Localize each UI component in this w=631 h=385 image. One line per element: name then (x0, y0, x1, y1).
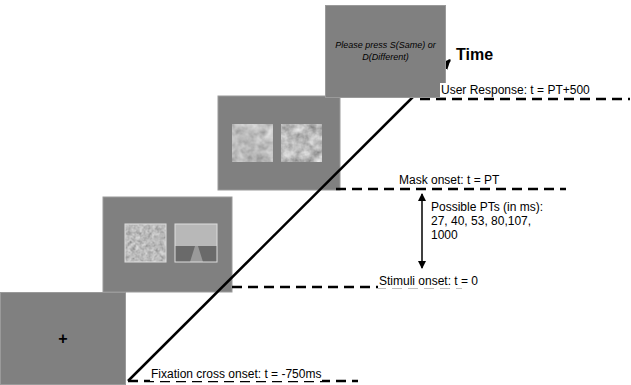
label-holder: Fixation cross onset: t = -750ms (150, 364, 322, 382)
label-holder: User Response: t = PT+500 (440, 80, 591, 98)
event-label: Stimuli onset: t = 0 (378, 274, 479, 288)
label-holder: Stimuli onset: t = 0 (378, 271, 479, 289)
label-holder: Possible PTs (in ms): 27, 40, 53, 80,107… (430, 200, 562, 242)
event-lines (128, 99, 630, 381)
label-holder: Mask onset: t = PT (398, 170, 500, 188)
event-label: Mask onset: t = PT (398, 173, 500, 187)
mask-screen (218, 96, 340, 190)
fixation-cross: + (58, 329, 67, 349)
event-label: Fixation cross onset: t = -750ms (150, 367, 322, 381)
event-label: User Response: t = PT+500 (440, 83, 591, 97)
response-prompt: Please press S(Same) or D(Different) (332, 40, 439, 63)
duration-arrow (421, 194, 423, 268)
duration-note: Possible PTs (in ms): 27, 40, 53, 80,107… (430, 200, 562, 242)
response-screen: Please press S(Same) or D(Different) (325, 5, 446, 98)
stimuli-screen (103, 197, 232, 292)
label-holder: Time (455, 46, 494, 64)
axis-title: Time (455, 46, 494, 63)
fixation-screen: + (0, 292, 126, 385)
time-axis (128, 60, 450, 381)
